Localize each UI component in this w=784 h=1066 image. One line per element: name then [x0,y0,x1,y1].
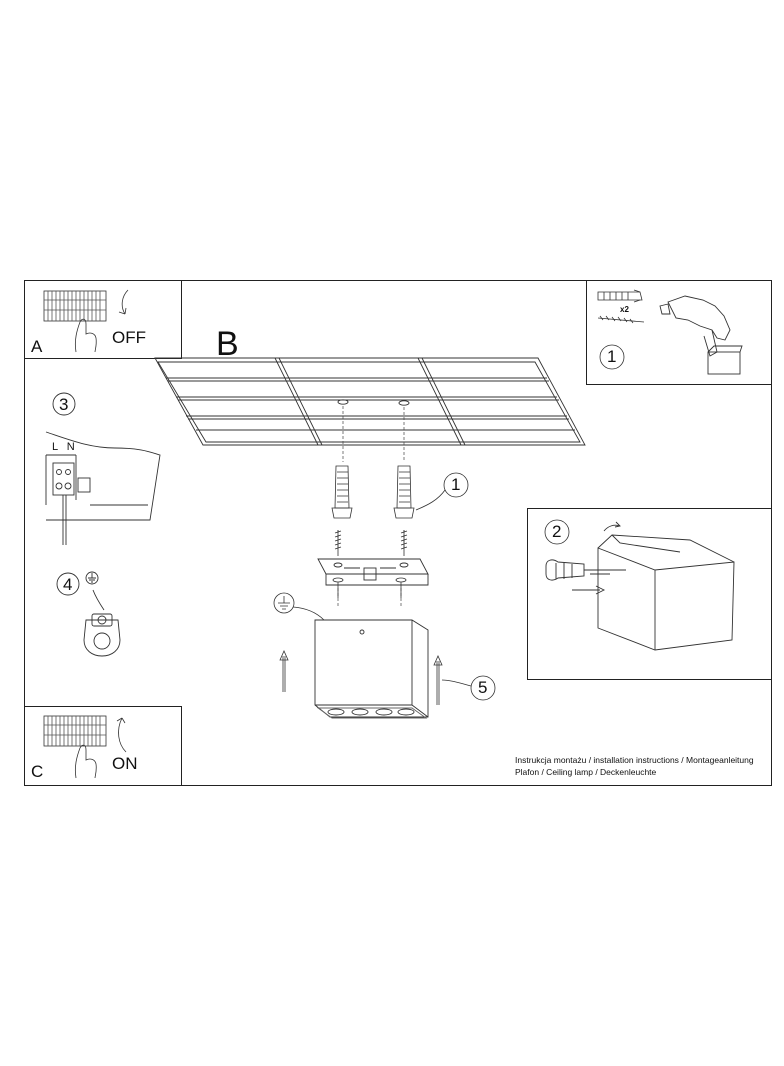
mounting-bracket [317,558,429,586]
panel-b-letter: B [216,325,239,363]
ceiling-panel-icon [154,357,586,446]
screw-icon [332,577,407,598]
switch-off-icon [43,289,129,353]
step-4-circle [56,572,80,596]
panel-a-letter: A [31,337,43,356]
lamp-body-icon [314,619,429,719]
on-label: ON [112,754,138,773]
dowel-icon [597,289,643,303]
caption-line-2: Plafon / Ceiling lamp / Deckenleuchte [515,767,657,777]
wire-clamp-icon [56,571,121,657]
panel-c-box [24,706,182,786]
diagram-frame [24,280,772,786]
up-arrow [279,650,443,705]
step-1-tools-number: 1 [607,347,617,366]
step-3-circle [52,392,76,416]
screw-icon [334,530,408,556]
off-label: OFF [112,328,146,347]
ground-icon [273,592,325,621]
step-5-circle [470,675,496,701]
terminal-labels: L N [52,441,78,453]
switch-on-icon [43,715,127,779]
terminal-block-icon [45,392,161,545]
step-2-number: 2 [552,522,562,541]
lamp-cube [572,521,735,651]
step-2-circle [544,519,570,545]
step-3-number: 3 [59,395,69,414]
panel-a-box [24,280,182,359]
step-4-number: 4 [63,575,73,594]
step-5-number: 5 [478,678,488,697]
step-2-box [527,508,772,680]
step-1-tools-circle [599,344,625,370]
screwdriver-icon [545,559,626,581]
caption-line-1: Instrukcja montażu / installation instru… [515,755,754,765]
step-1-number: 1 [451,475,461,494]
dowel-icon [331,465,415,519]
step-1-circle [443,472,469,498]
dowel-count: x2 [620,305,629,314]
drill-icon [659,295,743,375]
tools-box [586,280,772,385]
panel-c-letter: C [31,762,44,781]
screw-icon [597,315,645,324]
